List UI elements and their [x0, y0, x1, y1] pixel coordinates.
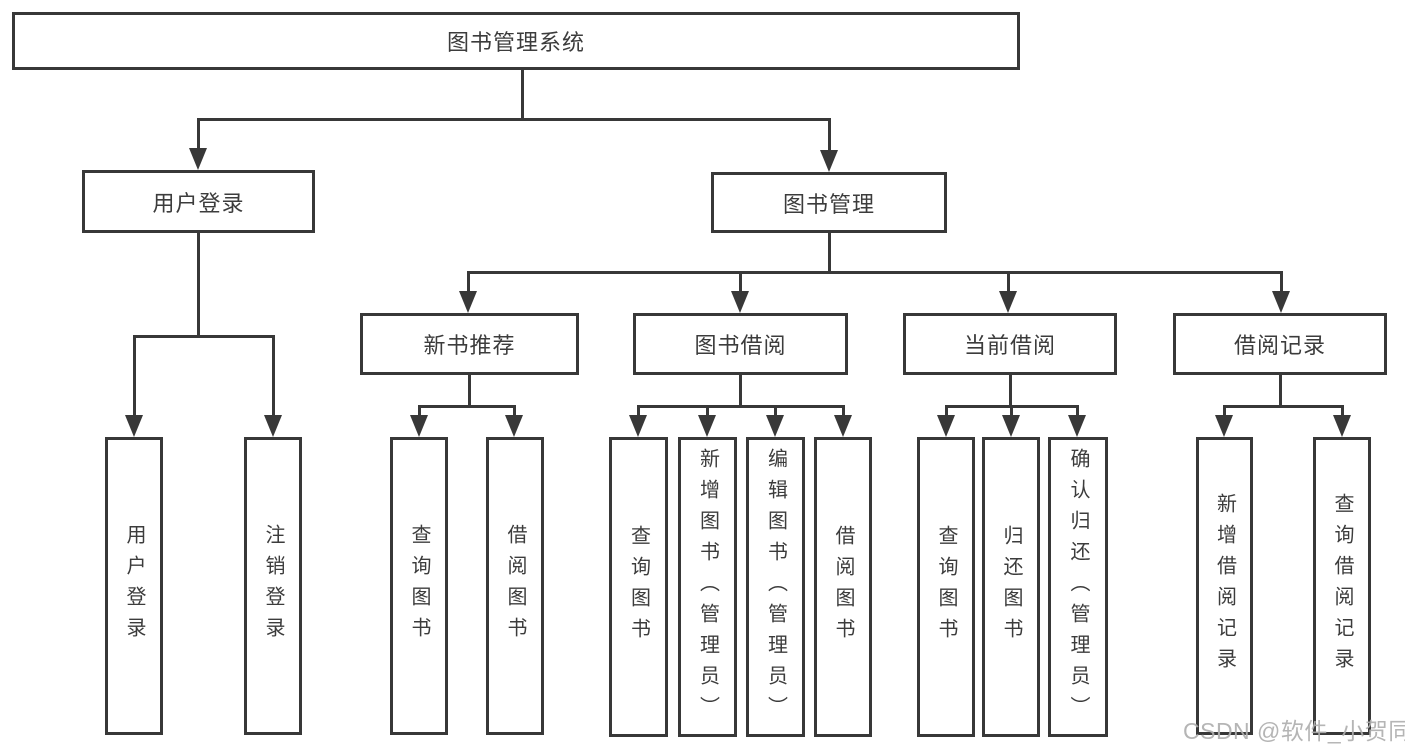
- leaf-recommend-borrow-books-label: 借阅图书: [504, 524, 526, 648]
- connector: [1341, 405, 1344, 417]
- arrow-down-icon: [1068, 415, 1086, 437]
- leaf-current-query-books-label: 查询图书: [935, 525, 957, 649]
- leaf-confirm-return-admin-label: 确认归还（管理员）: [1067, 447, 1089, 727]
- arrow-down-icon: [698, 415, 716, 437]
- node-book-borrowing: 图书借阅: [633, 313, 848, 375]
- arrow-down-icon: [834, 415, 852, 437]
- leaf-add-borrow-record: 新增借阅记录: [1196, 437, 1253, 735]
- connector: [418, 405, 516, 408]
- connector: [467, 271, 470, 293]
- connector: [197, 118, 200, 150]
- connector: [739, 375, 742, 405]
- leaf-recommend-query-books: 查询图书: [390, 437, 448, 735]
- leaf-return-books-label: 归还图书: [1000, 525, 1022, 649]
- leaf-recommend-borrow-books: 借阅图书: [486, 437, 544, 735]
- leaf-query-borrow-record-label: 查询借阅记录: [1331, 493, 1353, 679]
- node-new-book-recommendation-label: 新书推荐: [423, 333, 516, 358]
- node-user-login: 用户登录: [82, 170, 315, 233]
- leaf-edit-books-admin: 编辑图书（管理员）: [746, 437, 805, 737]
- connector: [1280, 271, 1283, 293]
- connector: [197, 118, 831, 121]
- connector: [272, 335, 275, 417]
- node-borrowing-records: 借阅记录: [1173, 313, 1387, 375]
- connector: [513, 405, 516, 417]
- connector: [468, 375, 471, 405]
- connector: [467, 271, 1283, 274]
- node-current-borrowing-label: 当前借阅: [963, 333, 1056, 358]
- leaf-add-borrow-record-label: 新增借阅记录: [1213, 493, 1236, 679]
- arrow-down-icon: [1215, 415, 1233, 437]
- connector: [945, 405, 948, 417]
- node-new-book-recommendation: 新书推荐: [360, 313, 579, 375]
- connector: [133, 335, 136, 417]
- node-user-login-label: 用户登录: [152, 190, 245, 216]
- connector: [1223, 405, 1226, 417]
- arrow-down-icon: [189, 148, 207, 170]
- connector: [197, 233, 200, 335]
- node-current-borrowing: 当前借阅: [903, 313, 1117, 375]
- connector: [842, 405, 845, 417]
- connector: [1279, 375, 1282, 405]
- connector: [828, 233, 831, 271]
- leaf-borrow-query-books-label: 查询图书: [627, 525, 650, 649]
- leaf-borrow-query-books: 查询图书: [609, 437, 668, 737]
- arrow-down-icon: [1272, 291, 1290, 313]
- leaf-user-login: 用户登录: [105, 437, 163, 735]
- node-root: 图书管理系统: [12, 12, 1020, 70]
- connector: [1009, 375, 1012, 405]
- node-book-borrowing-label: 图书借阅: [694, 333, 787, 358]
- connector: [828, 118, 831, 152]
- connector: [1223, 405, 1344, 408]
- connector: [706, 405, 709, 417]
- connector: [1076, 405, 1079, 417]
- leaf-add-books-admin: 新增图书（管理员）: [678, 437, 737, 737]
- arrow-down-icon: [820, 150, 838, 172]
- leaf-add-books-admin-label: 新增图书（管理员）: [696, 447, 719, 727]
- connector: [739, 271, 742, 293]
- connector: [418, 405, 421, 417]
- leaf-logout: 注销登录: [244, 437, 302, 735]
- arrow-down-icon: [125, 415, 143, 437]
- connector: [1010, 405, 1013, 417]
- connector: [521, 69, 524, 118]
- connector: [637, 405, 845, 408]
- arrow-down-icon: [999, 291, 1017, 313]
- leaf-user-login-label: 用户登录: [123, 524, 145, 648]
- leaf-return-books: 归还图书: [982, 437, 1040, 737]
- arrow-down-icon: [505, 415, 523, 437]
- arrow-down-icon: [629, 415, 647, 437]
- arrow-down-icon: [1333, 415, 1351, 437]
- arrow-down-icon: [1002, 415, 1020, 437]
- node-root-label: 图书管理系统: [446, 30, 585, 55]
- leaf-borrow-books-label: 借阅图书: [832, 525, 854, 649]
- connector: [637, 405, 640, 417]
- connector: [774, 405, 777, 417]
- leaf-query-borrow-record: 查询借阅记录: [1313, 437, 1371, 735]
- csdn-watermark: CSDN @软件_小贺同学: [1183, 718, 1405, 744]
- leaf-logout-label: 注销登录: [262, 524, 284, 648]
- arrow-down-icon: [937, 415, 955, 437]
- connector: [1007, 271, 1010, 293]
- arrow-down-icon: [459, 291, 477, 313]
- arrow-down-icon: [264, 415, 282, 437]
- leaf-recommend-query-books-label: 查询图书: [408, 524, 430, 648]
- leaf-edit-books-admin-label: 编辑图书（管理员）: [764, 447, 787, 727]
- leaf-confirm-return-admin: 确认归还（管理员）: [1048, 437, 1108, 737]
- node-borrowing-records-label: 借阅记录: [1233, 333, 1326, 358]
- leaf-current-query-books: 查询图书: [917, 437, 975, 737]
- arrow-down-icon: [731, 291, 749, 313]
- arrow-down-icon: [410, 415, 428, 437]
- connector: [133, 335, 275, 338]
- node-book-management-label: 图书管理: [782, 191, 875, 217]
- leaf-borrow-books: 借阅图书: [814, 437, 872, 737]
- arrow-down-icon: [766, 415, 784, 437]
- node-book-management: 图书管理: [711, 172, 947, 233]
